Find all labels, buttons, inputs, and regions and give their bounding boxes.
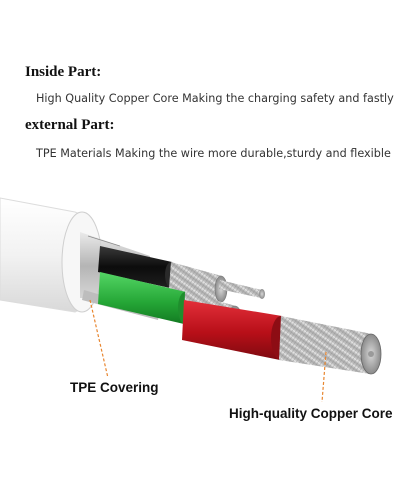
external-part-heading: external Part: bbox=[25, 117, 115, 133]
copper-core-leader-line bbox=[321, 351, 327, 403]
tpe-covering-leader-line bbox=[89, 299, 109, 379]
inside-part-heading: Inside Part: bbox=[25, 64, 102, 80]
external-part-description: TPE Materials Making the wire more durab… bbox=[36, 147, 391, 160]
copper-core-label: High-quality Copper Core bbox=[229, 406, 393, 421]
red-wire bbox=[182, 300, 382, 375]
inside-part-description: High Quality Copper Core Making the char… bbox=[36, 92, 394, 105]
cable-cross-section-illustration bbox=[0, 197, 382, 403]
black-wire bbox=[98, 246, 265, 303]
tpe-covering-label: TPE Covering bbox=[70, 380, 159, 395]
